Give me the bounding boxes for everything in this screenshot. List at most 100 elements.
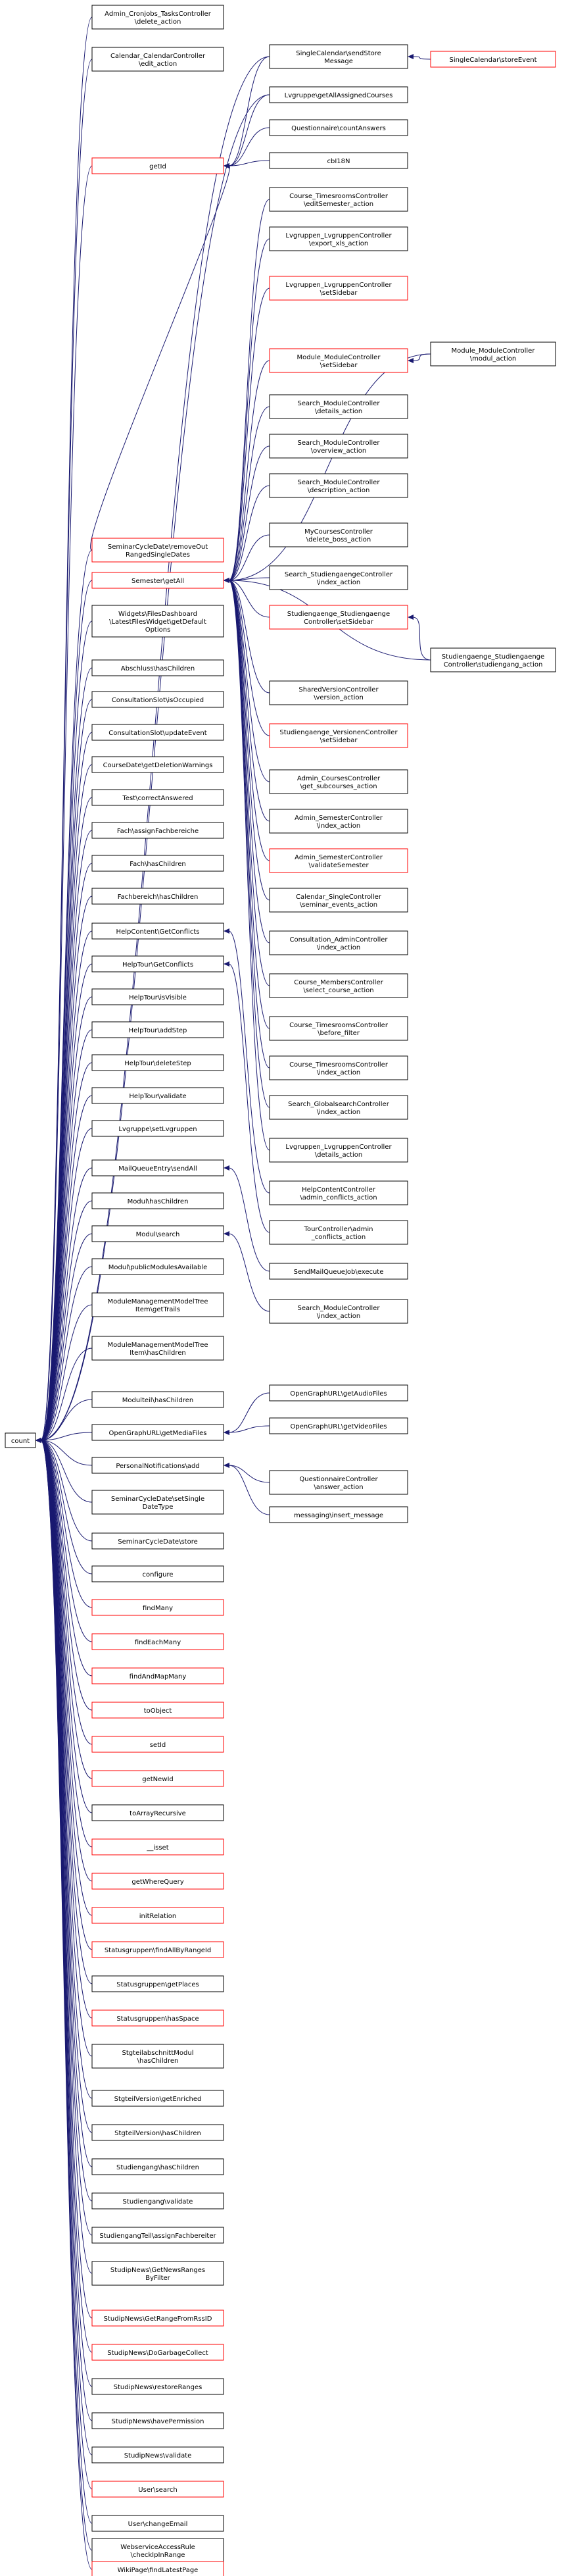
node-stgabschnitt[interactable]: StgteilabschnittModul\hasChildren [91, 2044, 224, 2069]
node-helpcontent[interactable]: HelpContent\GetConflicts [91, 922, 224, 940]
node-sgv-sidebar[interactable]: Studiengaenge_VersionenController\setSid… [269, 723, 408, 748]
node-sg-places[interactable]: Statusgruppen\getPlaces [91, 1975, 224, 1992]
node-stgv-has[interactable]: StgteilVersion\hasChildren [91, 2124, 224, 2141]
node-user-search[interactable]: User\search [91, 2481, 224, 2498]
node-sgs-index[interactable]: Search_GlobalsearchController\index_acti… [269, 1095, 408, 1120]
node-admin-sem-valid[interactable]: Admin_SemesterController\validateSemeste… [269, 848, 408, 873]
node-semester-getAll[interactable]: Semester\getAll [91, 572, 224, 589]
node-cbi18n[interactable]: cbI18N [269, 152, 408, 169]
node-lvg-sidebar[interactable]: Lvgruppen_LvgruppenController\setSidebar [269, 276, 408, 301]
node-getWhereQuery[interactable]: getWhereQuery [91, 1873, 224, 1890]
node-sg-sidebar[interactable]: Studiengaenge_StudiengaengeController\se… [269, 605, 408, 630]
node-modul-public[interactable]: Modul\publicModulesAvailable [91, 1258, 224, 1275]
node-modulteil-has[interactable]: Modulteil\hasChildren [91, 1391, 224, 1408]
node-sn-restore[interactable]: StudipNews\restoreRanges [91, 2378, 224, 2395]
node-lv-set[interactable]: Lvgruppe\setLvgruppen [91, 1120, 224, 1137]
node-initRelation[interactable]: initRelation [91, 1907, 224, 1924]
node-sn-validate[interactable]: StudipNews\validate [91, 2446, 224, 2463]
node-ht-visible[interactable]: HelpTour\isVisible [91, 988, 224, 1005]
node-ct-index[interactable]: Course_TimesroomsController\index_action [269, 1055, 408, 1080]
node-mailqueue[interactable]: MailQueueEntry\sendAll [91, 1159, 224, 1176]
node-sn-rss[interactable]: StudipNews\GetRangeFromRssID [91, 2310, 224, 2327]
node-tour-admin[interactable]: TourController\admin_conflicts_action [269, 1220, 408, 1245]
node-consult-index[interactable]: Consultation_AdminController\index_actio… [269, 930, 408, 955]
node-smc-overview[interactable]: Search_ModuleController\overview_action [269, 434, 408, 459]
node-stgv-enriched[interactable]: StgteilVersion\getEnriched [91, 2090, 224, 2107]
node-sgang-validate[interactable]: Studiengang\validate [91, 2192, 224, 2210]
node-smc-details[interactable]: Search_ModuleController\details_action [269, 394, 408, 419]
node-og-audio[interactable]: OpenGraphURL\getAudioFiles [269, 1384, 408, 1402]
node-mmtree-has[interactable]: ModuleManagementModelTreeItem\hasChildre… [91, 1336, 224, 1361]
node-user-email[interactable]: User\changeEmail [91, 2515, 224, 2532]
node-toObject[interactable]: toObject [91, 1702, 224, 1719]
node-webservice[interactable]: WebserviceAccessRule\checkIpInRange [91, 2538, 224, 2563]
node-smc-index[interactable]: Search_ModuleController\index_action [269, 1299, 408, 1324]
node-modul-search[interactable]: Modul\search [91, 1225, 224, 1242]
node-fachbereich-has[interactable]: Fachbereich\hasChildren [91, 888, 224, 905]
node-shared-version[interactable]: SharedVersionController\version_action [269, 680, 408, 705]
node-widgets[interactable]: Widgets\FilesDashboard\LatestFilesWidget… [91, 605, 224, 638]
node-fach-has[interactable]: Fach\hasChildren [91, 855, 224, 872]
node-getId[interactable]: getId [91, 157, 224, 174]
node-mod-sidebar[interactable]: Module_ModuleController\setSidebar [269, 348, 408, 373]
node-scd-store[interactable]: SeminarCycleDate\store [91, 1532, 224, 1550]
node-lvg-export[interactable]: Lvgruppen_LvgruppenController\export_xls… [269, 226, 408, 251]
node-toArrayRecursive[interactable]: toArrayRecursive [91, 1804, 224, 1821]
node-quest-count[interactable]: Questionnaire\countAnswers [269, 119, 408, 136]
node-hc-admin[interactable]: HelpContentController\admin_conflicts_ac… [269, 1180, 408, 1205]
node-test-correct[interactable]: Test\correctAnswered [91, 789, 224, 806]
node-helptour[interactable]: HelpTour\GetConflicts [91, 955, 224, 972]
node-sg-findAll[interactable]: Statusgruppen\findAllByRangeId [91, 1941, 224, 1958]
node-findMany[interactable]: findMany [91, 1599, 224, 1616]
node-lv-getall[interactable]: Lvgruppe\getAllAssignedCourses [269, 86, 408, 103]
node-sn-perm[interactable]: StudipNews\havePermission [91, 2412, 224, 2429]
node-wikipage[interactable]: WikiPage\findLatestPage [91, 2561, 224, 2576]
node-quest-answer[interactable]: QuestionnaireController\answer_action [269, 1470, 408, 1495]
node-og-media[interactable]: OpenGraphURL\getMediaFiles [91, 1424, 224, 1441]
node-ht-validate[interactable]: HelpTour\validate [91, 1087, 224, 1104]
node-cal-seminar[interactable]: Calendar_SingleController\seminar_events… [269, 888, 408, 913]
node-course-members[interactable]: Course_MembersController\select_course_a… [269, 973, 408, 998]
node-ht-delete[interactable]: HelpTour\deleteStep [91, 1054, 224, 1071]
node-sgang-has[interactable]: Studiengang\hasChildren [91, 2158, 224, 2175]
node-abschluss[interactable]: Abschluss\hasChildren [91, 659, 224, 676]
node-sg-space[interactable]: Statusgruppen\hasSpace [91, 2009, 224, 2027]
node-sendmail[interactable]: SendMailQueueJob\execute [269, 1263, 408, 1280]
node-ssg-index[interactable]: Search_StudiengaengeController\index_act… [269, 565, 408, 590]
node-modul-has[interactable]: Modul\hasChildren [91, 1192, 224, 1209]
node-messaging[interactable]: messaging\insert_message [269, 1506, 408, 1523]
node-lvg-details[interactable]: Lvgruppen_LvgruppenController\details_ac… [269, 1138, 408, 1163]
node-cs-update[interactable]: ConsultationSlot\updateEvent [91, 724, 224, 741]
node-admin-sem-index[interactable]: Admin_SemesterController\index_action [269, 809, 408, 834]
node-mod-modul[interactable]: Module_ModuleController\modul_action [430, 341, 556, 366]
node-cal-edit[interactable]: Calendar_CalendarController\edit_action [91, 47, 224, 72]
node-mycourses[interactable]: MyCoursesController\delete_boss_action [269, 522, 408, 547]
node-coursedate[interactable]: CourseDate\getDeletionWarnings [91, 756, 224, 773]
node-sgteil-assign[interactable]: StudiengangTeil\assignFachbereiter [91, 2227, 224, 2244]
node-fach-assign[interactable]: Fach\assignFachbereiche [91, 822, 224, 839]
node-smc-desc[interactable]: Search_ModuleController\description_acti… [269, 473, 408, 498]
node-setId[interactable]: setId [91, 1736, 224, 1753]
node-isset[interactable]: __isset [91, 1838, 224, 1856]
node-findAndMapMany[interactable]: findAndMapMany [91, 1667, 224, 1684]
node-admin-sub[interactable]: Admin_CoursesController\get_subcourses_a… [269, 769, 408, 794]
node-configure[interactable]: configure [91, 1565, 224, 1582]
node-ct-before[interactable]: Course_TimesroomsController\before_filte… [269, 1016, 408, 1041]
node-cs-occupied[interactable]: ConsultationSlot\isOccupied [91, 691, 224, 708]
node-sn-garbage[interactable]: StudipNews\DoGarbageCollect [91, 2344, 224, 2361]
node-count[interactable]: count [5, 1432, 36, 1448]
node-admin-cron[interactable]: Admin_Cronjobs_TasksController\delete_ac… [91, 5, 224, 30]
node-findEachMany[interactable]: findEachMany [91, 1633, 224, 1650]
node-getNewId[interactable]: getNewId [91, 1770, 224, 1787]
node-pn-add[interactable]: PersonalNotifications\add [91, 1457, 224, 1474]
node-ct-editsem[interactable]: Course_TimesroomsController\editSemester… [269, 187, 408, 212]
node-sg-studiengang[interactable]: Studiengaenge_StudiengaengeController\st… [430, 647, 556, 672]
node-sc-store[interactable]: SingleCalendar\storeEvent [430, 51, 556, 68]
node-og-video[interactable]: OpenGraphURL\getVideoFiles [269, 1417, 408, 1434]
node-ht-add[interactable]: HelpTour\addStep [91, 1021, 224, 1038]
node-seminar-remove[interactable]: SeminarCycleDate\removeOutRangedSingleDa… [91, 538, 224, 563]
